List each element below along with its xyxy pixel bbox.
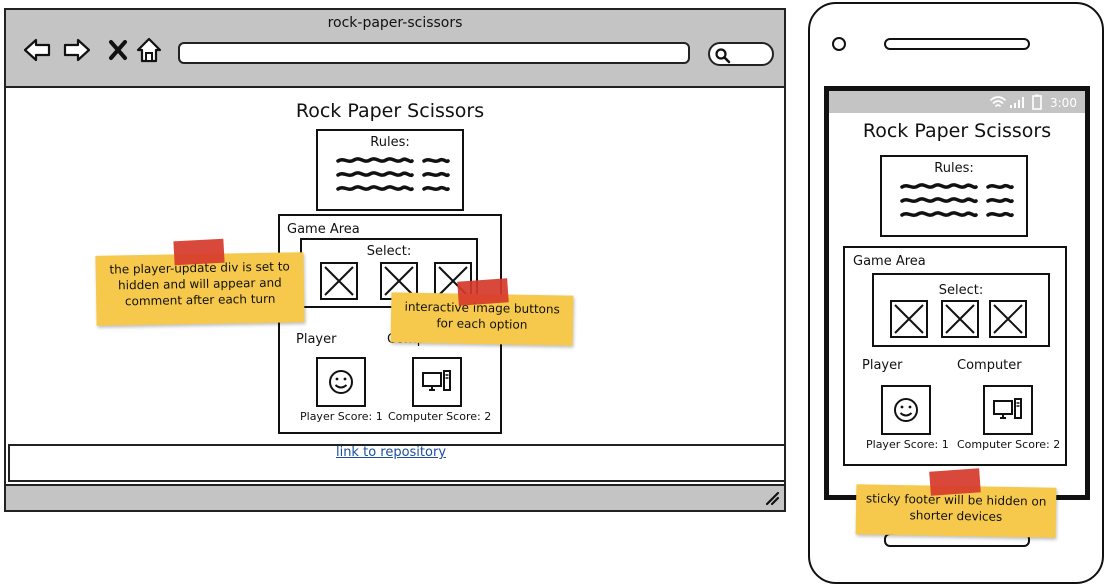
mobile-rock-option-button[interactable]	[890, 300, 928, 338]
mobile-player-label: Player	[862, 358, 903, 373]
mobile-rules-box: Rules:	[880, 155, 1028, 237]
mobile-paper-option-button[interactable]	[941, 300, 979, 338]
back-arrow-icon[interactable]	[22, 36, 51, 64]
sticky-footer-note-text: sticky footer will be hidden on shorter …	[865, 491, 1047, 524]
player-smiley-icon	[316, 357, 366, 407]
phone-camera	[832, 37, 846, 51]
mobile-game-area-label: Game Area	[853, 254, 926, 269]
game-area-label: Game Area	[287, 222, 360, 237]
phone-speaker	[884, 38, 1030, 50]
mobile-computer-score: Computer Score: 2	[957, 438, 1061, 451]
mobile-computer-desktop-icon	[983, 385, 1033, 435]
search-box[interactable]	[708, 42, 774, 66]
repository-link[interactable]: link to repository	[335, 445, 447, 460]
home-icon[interactable]	[134, 36, 162, 64]
browser-status-bar	[6, 484, 784, 510]
rock-option-button[interactable]	[320, 262, 358, 300]
battery-icon	[1032, 94, 1042, 110]
note-tape	[929, 468, 981, 496]
mobile-select-box: Select:	[872, 273, 1050, 347]
browser-toolbar: rock-paper-scissors	[6, 10, 784, 88]
computer-desktop-icon	[412, 357, 462, 407]
computer-score: Computer Score: 2	[388, 410, 492, 423]
mobile-player-score: Player Score: 1	[866, 438, 949, 451]
note-tape	[173, 238, 225, 266]
forward-arrow-icon[interactable]	[62, 36, 91, 64]
wifi-icon	[990, 96, 1006, 107]
search-icon	[715, 48, 731, 64]
browser-window-title: rock-paper-scissors	[327, 15, 463, 31]
note-tape	[457, 278, 509, 306]
resize-grip-icon[interactable]	[764, 490, 780, 506]
rules-label: Rules:	[370, 135, 410, 150]
mobile-computer-label: Computer	[957, 358, 1022, 373]
sticky-footer	[8, 444, 786, 482]
player-update-note-text: the player-update div is set to hidden a…	[109, 259, 290, 309]
address-bar[interactable]	[178, 42, 690, 64]
mobile-player-smiley-icon	[881, 385, 931, 435]
page-title: Rock Paper Scissors	[295, 100, 485, 122]
rules-scribble-text	[336, 157, 450, 192]
close-icon[interactable]	[106, 36, 134, 64]
rules-box: Rules:	[316, 129, 464, 211]
mobile-select-label: Select:	[938, 283, 984, 298]
mobile-scissors-option-button[interactable]	[989, 300, 1027, 338]
player-score: Player Score: 1	[300, 410, 383, 423]
mobile-status-bar	[829, 91, 1085, 113]
mobile-rules-scribble-text	[900, 183, 1014, 218]
image-buttons-note-text: interactive image buttons for each optio…	[404, 299, 560, 332]
player-label: Player	[296, 332, 337, 347]
status-time: 3:00	[1050, 96, 1077, 110]
mobile-page-title: Rock Paper Scissors	[862, 120, 1052, 142]
mobile-rules-label: Rules:	[934, 161, 974, 176]
signal-icon	[1010, 97, 1024, 108]
select-label: Select:	[366, 244, 412, 259]
